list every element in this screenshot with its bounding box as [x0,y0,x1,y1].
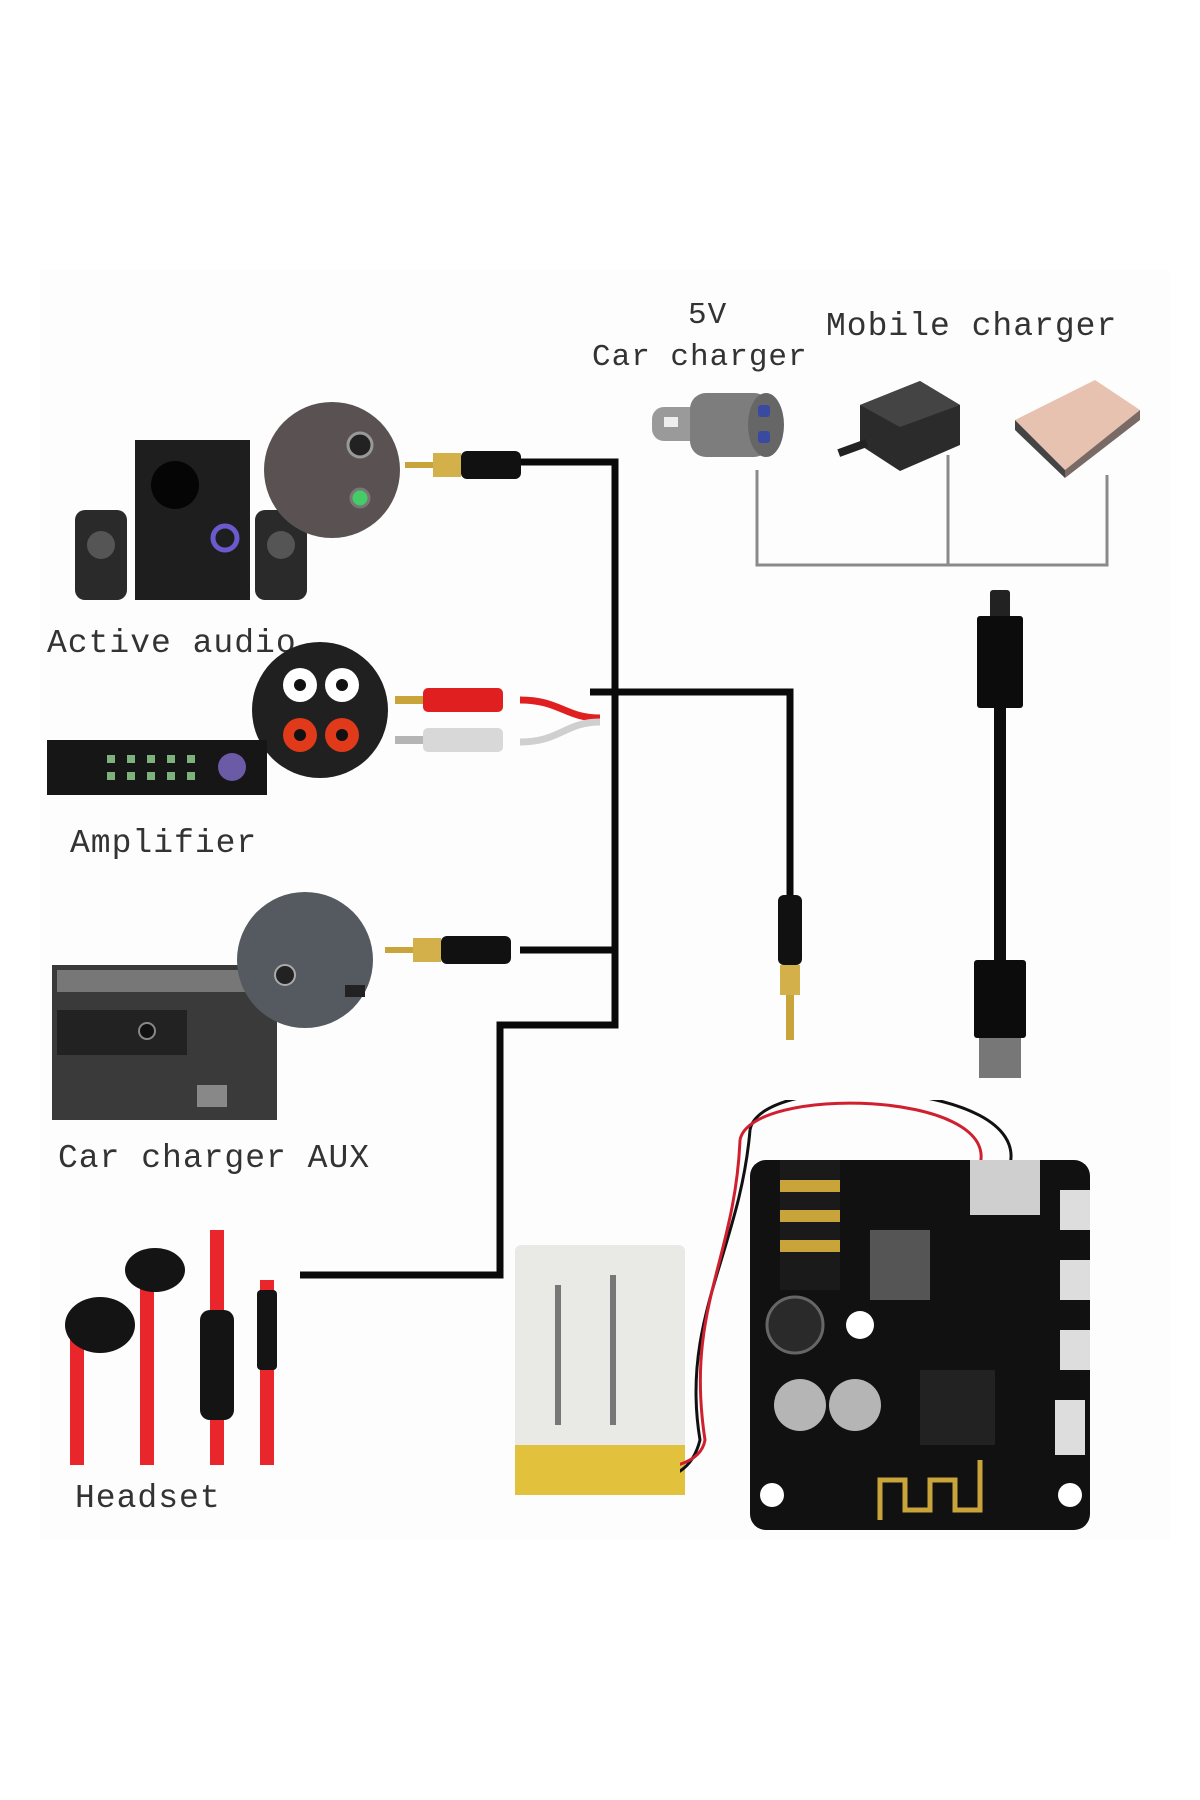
headset-label: Headset [75,1480,221,1517]
car-charger-icon [652,393,784,457]
rca-plugs-icon [395,688,503,752]
active-audio-label: Active audio [47,625,297,662]
rca-red-cable [519,696,601,722]
power-bus [755,455,1109,567]
speaker-jack-closeup-icon [264,402,400,538]
lipo-battery-icon [515,1245,685,1495]
car-charger-voltage-label: 5V [688,298,728,333]
wall-adapter-icon [837,381,960,471]
mobile-charger-label: Mobile charger [826,308,1118,345]
rca-jacks-closeup-icon [252,642,388,778]
rca-white-cable [519,718,601,746]
car-stereo-icon [52,965,277,1120]
car-aux-label: Car charger AUX [58,1140,371,1177]
amplifier-icon [47,740,267,795]
aux-plug-icon [405,451,521,479]
active-speakers-icon [75,440,307,600]
car-charger-label: Car charger [592,340,808,375]
usb-micro-cable-icon [974,590,1026,1078]
aux-plug-2-icon [385,936,511,964]
power-bank-icon [1015,380,1140,478]
amplifier-label: Amplifier [70,825,258,862]
aux-cable-jack-icon [778,895,802,1040]
bluetooth-board-icon [680,1100,1090,1530]
headset-icon [65,1230,277,1465]
aux-port-closeup-icon [237,892,373,1028]
audio-trunk [300,458,794,1279]
